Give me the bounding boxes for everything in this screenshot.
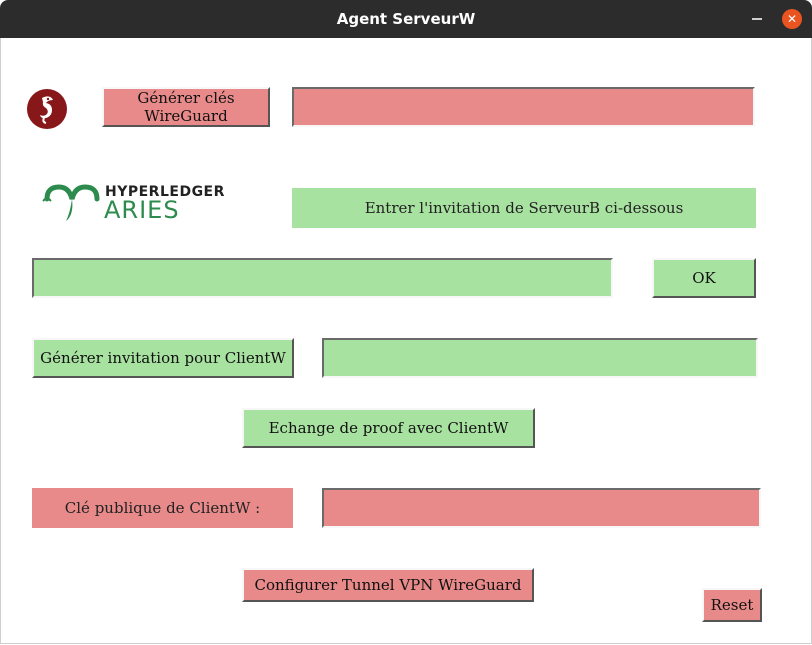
close-icon[interactable]: ✕ <box>782 9 802 29</box>
hyperledger-logo-text: HYPERLEDGER <box>105 184 225 200</box>
minimize-icon[interactable] <box>752 18 762 20</box>
wireguard-logo-icon <box>27 89 67 129</box>
generate-invitation-button[interactable]: Générer invitation pour ClientW <box>32 338 294 378</box>
reset-button[interactable]: Reset <box>702 588 762 622</box>
generated-invitation-field[interactable] <box>322 338 758 378</box>
aries-logo-text: ARIES <box>104 196 180 224</box>
invitation-input-field[interactable] <box>32 258 613 298</box>
generate-keys-button[interactable]: Générer clés WireGuard <box>102 87 270 127</box>
configure-tunnel-button[interactable]: Configurer Tunnel VPN WireGuard <box>242 568 534 602</box>
enter-invitation-label: Entrer l'invitation de ServeurB ci-desso… <box>292 188 756 228</box>
client-public-key-field[interactable] <box>322 488 761 528</box>
hyperledger-aries-logo-icon <box>42 184 100 221</box>
generated-keys-field[interactable] <box>292 87 755 127</box>
client-public-key-label: Clé publique de ClientW : <box>32 488 293 528</box>
ok-button[interactable]: OK <box>652 258 756 298</box>
proof-exchange-button[interactable]: Echange de proof avec ClientW <box>242 408 535 448</box>
title-bar: Agent ServeurW ✕ <box>0 0 812 38</box>
window-title: Agent ServeurW <box>336 10 476 28</box>
main-panel: Générer clés WireGuard HYPERLEDGER ARIES… <box>0 38 812 644</box>
